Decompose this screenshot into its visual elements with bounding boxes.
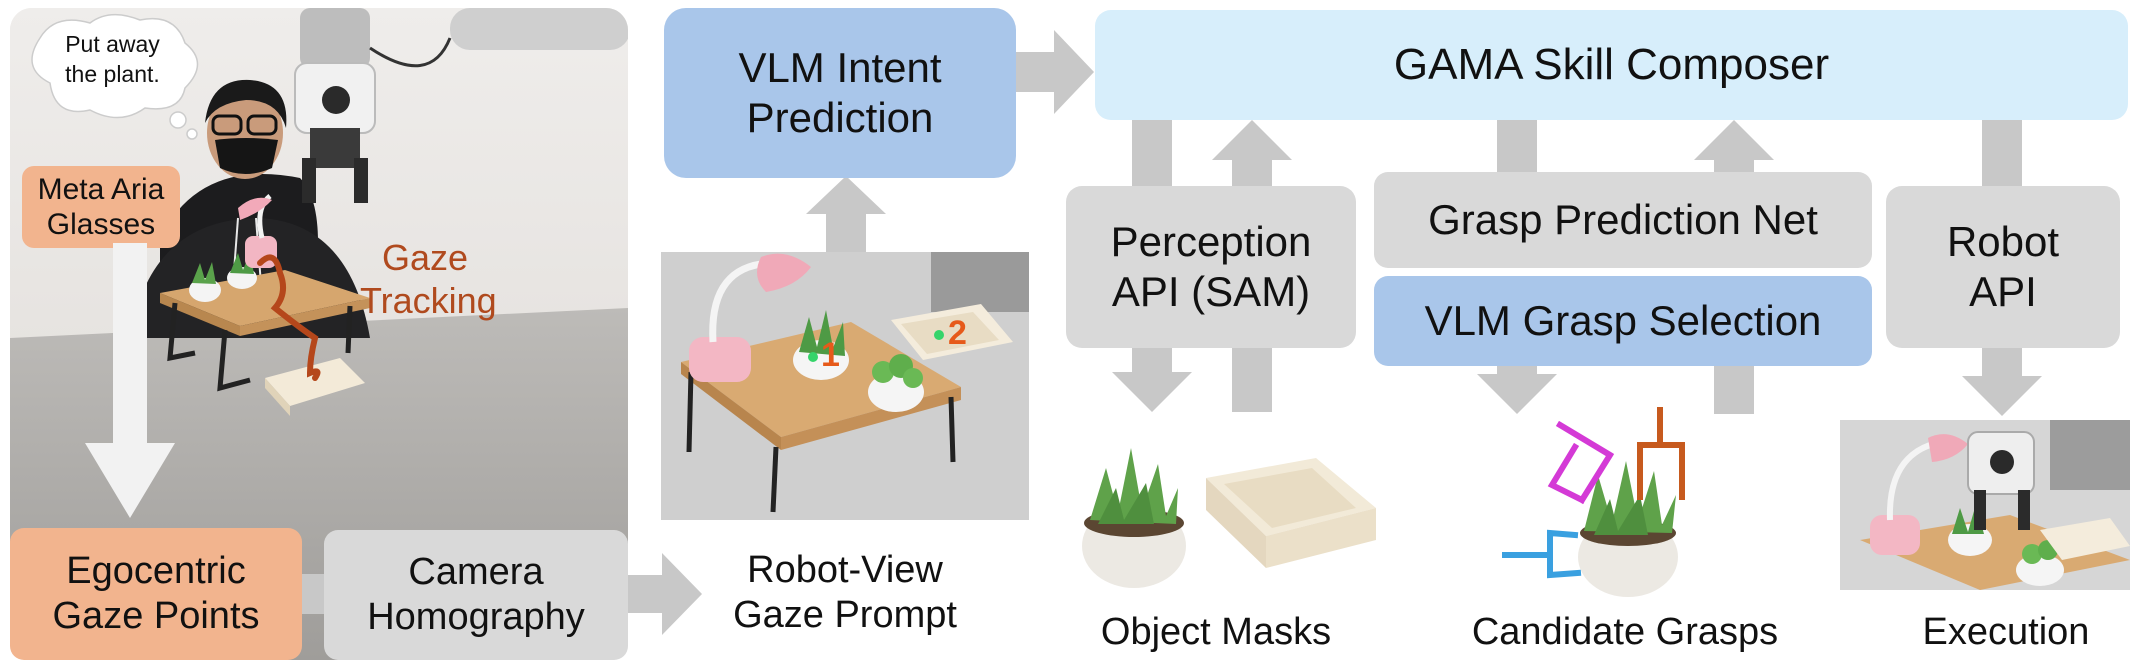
execution-illustration — [1840, 420, 2130, 590]
vlm-intent-prediction-box: VLM Intent Prediction — [664, 8, 1016, 178]
grasp-to-composer-arrow — [1694, 120, 1774, 172]
robot-view-image: 1 2 — [661, 252, 1029, 520]
gama-skill-composer-box: GAMA Skill Composer — [1095, 10, 2128, 120]
robot-api-box: Robot API — [1886, 186, 2120, 348]
robot-view-gaze-prompt-caption: Robot-View Gaze Prompt — [690, 548, 1000, 638]
composer-to-perception-arrow — [1132, 120, 1172, 186]
vlm-grasp-selection-box: VLM Grasp Selection — [1374, 276, 1872, 366]
grasp-prediction-net-label: Grasp Prediction Net — [1428, 196, 1818, 244]
object-masks-images — [1076, 428, 1386, 598]
homography-to-robot-view-arrow — [628, 553, 702, 635]
grasp-to-candidates-arrow — [1477, 366, 1557, 414]
object-masks-caption: Object Masks — [1066, 610, 1366, 655]
robot-view-illustration — [661, 252, 1029, 520]
candidate-grasps-label: Candidate Grasps — [1471, 611, 1779, 653]
grasp-prediction-net-box: Grasp Prediction Net — [1374, 172, 1872, 268]
robot-view-gaze-prompt-label: Robot-View Gaze Prompt — [733, 549, 957, 636]
robot-api-label: Robot API — [1946, 218, 2060, 315]
tray — [265, 358, 365, 416]
gaze-marker-2: 2 — [948, 314, 967, 352]
gaze-to-homography-connector — [302, 574, 324, 614]
egocentric-scene-photo: Put away the plant. Meta Aria Glasses Ga… — [10, 8, 628, 660]
meta-aria-glasses-label: Meta Aria Glasses — [37, 172, 165, 241]
vlm-intent-prediction-label: VLM Intent Prediction — [738, 44, 942, 141]
robot-arm — [294, 8, 628, 203]
egocentric-gaze-points-label: Egocentric Gaze Points — [52, 550, 260, 637]
perception-to-composer-arrow — [1212, 120, 1292, 186]
gaze-tracking-label: Gaze Tracking — [360, 237, 497, 322]
speech-bubble — [31, 14, 199, 140]
composer-to-robot-api-connector — [1982, 120, 2022, 186]
intent-to-composer-arrow — [1016, 30, 1094, 114]
robot-view-to-intent-arrow — [806, 176, 886, 252]
gama-skill-composer-label: GAMA Skill Composer — [1393, 40, 1830, 90]
perception-api-label: Perception API (SAM) — [1110, 218, 1312, 315]
candidate-grasps-illustration — [1502, 407, 1685, 597]
object-masks-illustration — [1082, 448, 1376, 588]
speech-bubble-text: Put away the plant. — [65, 31, 160, 87]
candidates-to-grasp-connector — [1714, 366, 1754, 414]
camera-homography-box: Camera Homography — [324, 530, 628, 660]
meta-aria-glasses-box: Meta Aria Glasses — [22, 166, 180, 248]
candidate-grasps-image — [1500, 405, 1710, 605]
object-masks-label: Object Masks — [1100, 611, 1332, 653]
composer-to-grasp-arrow — [1497, 120, 1537, 172]
execution-caption: Execution — [1886, 610, 2126, 655]
gaze-trace-path — [257, 254, 321, 381]
camera-homography-label: Camera Homography — [367, 551, 585, 638]
execution-image — [1840, 420, 2130, 590]
gaze-marker-1: 1 — [821, 336, 840, 374]
glasses-to-gaze-arrow — [85, 243, 175, 518]
vlm-grasp-selection-label: VLM Grasp Selection — [1424, 297, 1822, 345]
candidate-grasps-caption: Candidate Grasps — [1440, 610, 1810, 655]
perception-api-box: Perception API (SAM) — [1066, 186, 1356, 348]
egocentric-gaze-points-box: Egocentric Gaze Points — [10, 528, 302, 660]
execution-label: Execution — [1922, 611, 2090, 653]
scene-illustration — [10, 8, 628, 660]
masks-to-perception-connector — [1232, 348, 1272, 412]
robot-api-to-execution-arrow — [1962, 348, 2042, 416]
perception-to-masks-arrow — [1112, 348, 1192, 412]
